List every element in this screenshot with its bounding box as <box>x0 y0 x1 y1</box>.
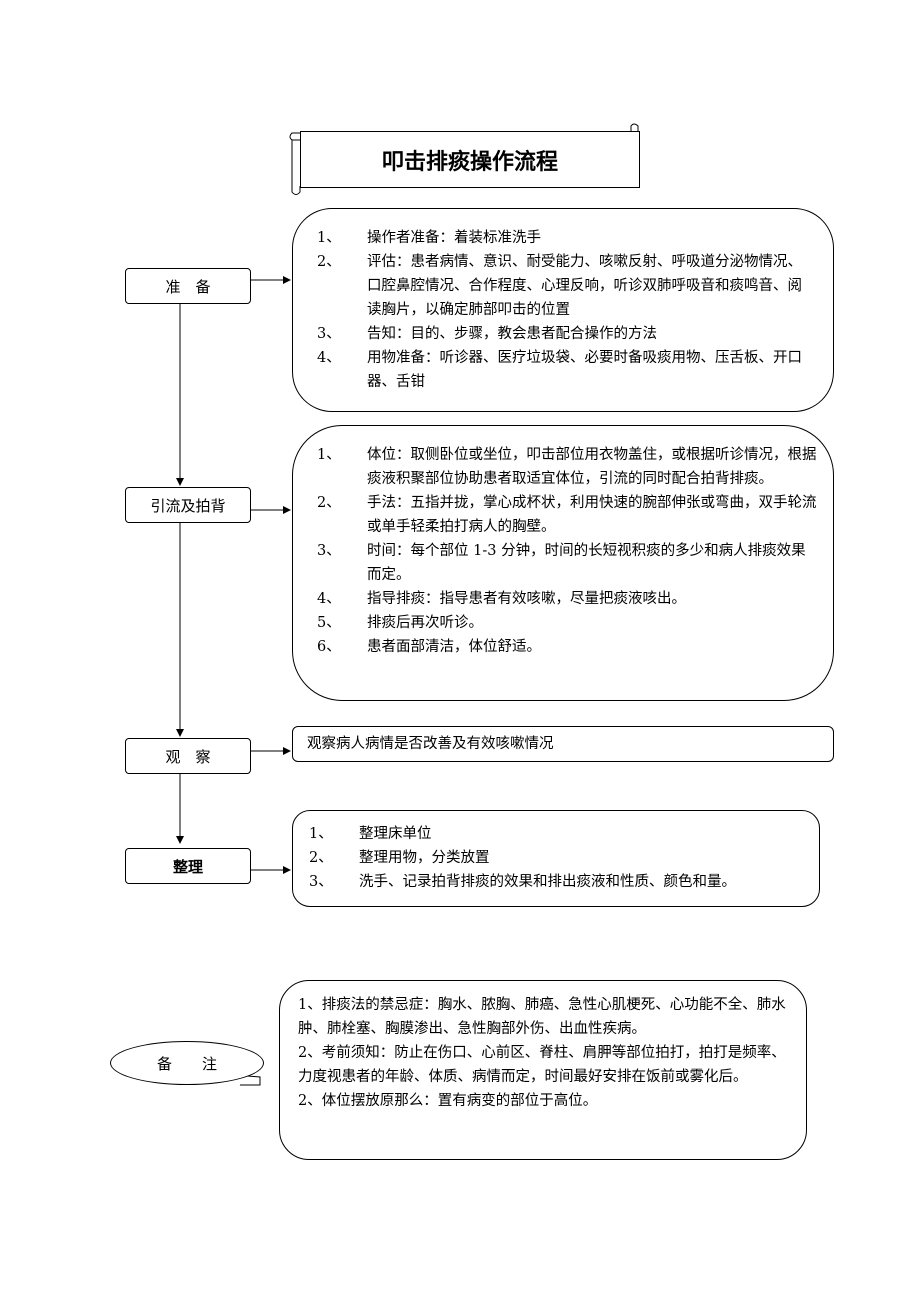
prepare-details: 1、操作者准备：着装标准洗手 2、评估：患者病情、意识、耐受能力、咳嗽反射、呼吸… <box>292 208 834 412</box>
note-line: 2、体位摆放原那么：置有病变的部位于高位。 <box>298 1093 598 1109</box>
observe-details: 观察病人病情是否改善及有效咳嗽情况 <box>292 726 834 762</box>
list-item: 3、告知：目的、步骤，教会患者配合操作的方法 <box>317 326 657 342</box>
note-line: 2、考前须知：防止在伤口、心前区、脊柱、肩胛等部位拍打，拍打是频率、力度视患者的… <box>298 1045 786 1085</box>
step-observe: 观 察 <box>125 738 251 774</box>
list-item: 4、指导排痰：指导患者有效咳嗽，尽量把痰液咳出。 <box>317 591 686 607</box>
list-item: 2、整理用物，分类放置 <box>309 850 490 866</box>
list-item: 5、排痰后再次听诊。 <box>317 615 483 631</box>
drainage-details: 1、体位：取侧卧位或坐位，叩击部位用衣物盖住，或根据听诊情况，根据痰液积聚部位协… <box>292 425 834 701</box>
list-item: 3、洗手、记录拍背排痰的效果和排出痰液和性质、颜色和量。 <box>309 874 736 890</box>
list-item: 3、时间：每个部位 1-3 分钟，时间的长短视积痰的多少和病人排痰效果而定。 <box>317 543 806 583</box>
list-item: 6、患者面部清洁，体位舒适。 <box>317 639 541 655</box>
notes-label: 备 注 <box>110 1041 264 1085</box>
step-drainage: 引流及拍背 <box>125 487 251 523</box>
notes-details: 1、排痰法的禁忌症：胸水、脓胸、肺癌、急性心肌梗死、心功能不全、肺水肿、肺栓塞、… <box>279 980 807 1160</box>
list-item: 2、手法：五指并拢，掌心成杯状，利用快速的腕部伸张或弯曲，双手轮流或单手轻柔拍打… <box>317 495 817 535</box>
step-tidy: 整理 <box>125 848 251 884</box>
list-item: 2、评估：患者病情、意识、耐受能力、咳嗽反射、呼吸道分泌物情况、口腔鼻腔情况、合… <box>317 254 802 318</box>
list-item: 1、操作者准备：着装标准洗手 <box>317 230 541 246</box>
list-item: 4、用物准备：听诊器、医疗垃圾袋、必要时备吸痰用物、压舌板、开口器、舌钳 <box>317 350 802 390</box>
tidy-details: 1、整理床单位 2、整理用物，分类放置 3、洗手、记录拍背排痰的效果和排出痰液和… <box>292 810 820 907</box>
note-line: 1、排痰法的禁忌症：胸水、脓胸、肺癌、急性心肌梗死、心功能不全、肺水肿、肺栓塞、… <box>298 997 786 1037</box>
page-title: 叩击排痰操作流程 <box>300 131 640 188</box>
step-prepare: 准 备 <box>125 268 251 304</box>
list-item: 1、体位：取侧卧位或坐位，叩击部位用衣物盖住，或根据听诊情况，根据痰液积聚部位协… <box>317 447 817 487</box>
list-item: 1、整理床单位 <box>309 826 432 842</box>
